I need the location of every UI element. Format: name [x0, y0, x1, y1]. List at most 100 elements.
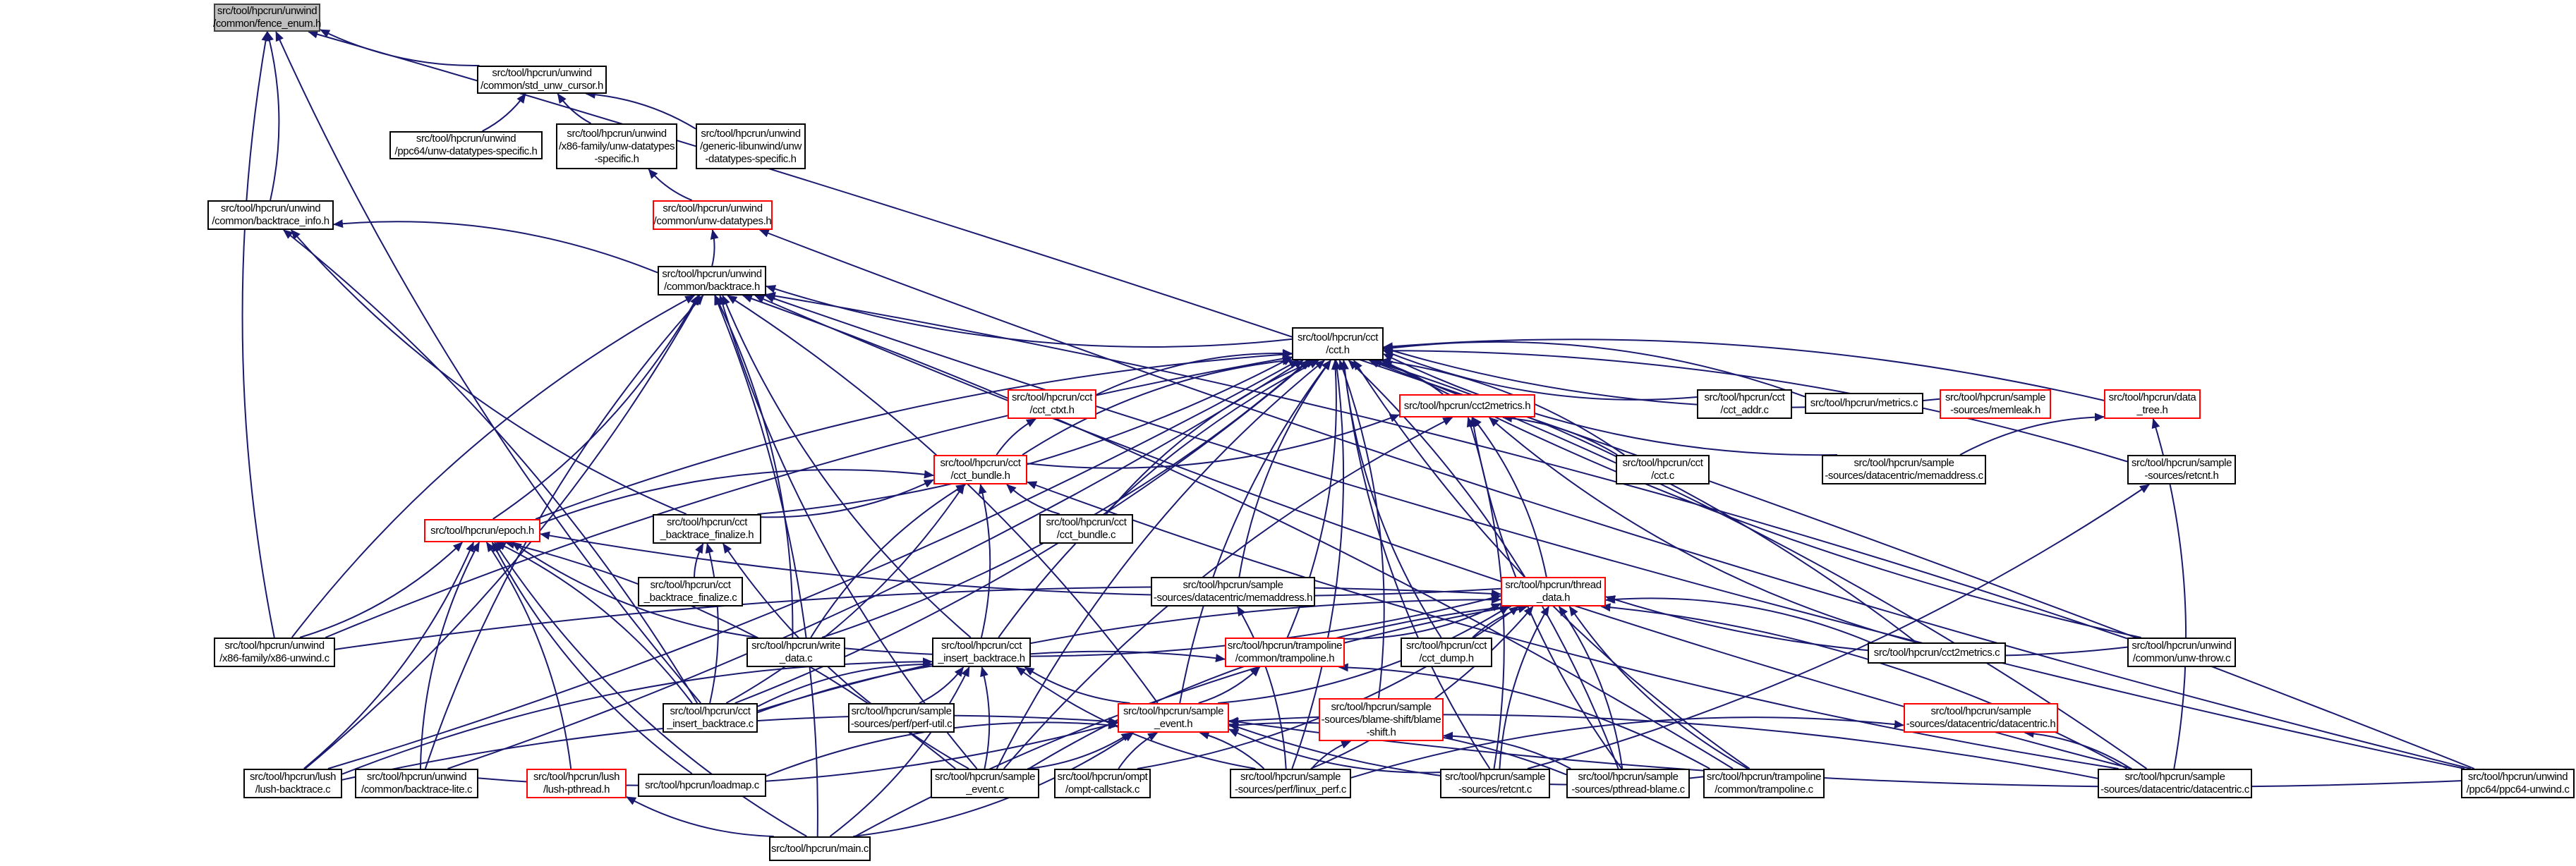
edge-datacentric-c-to-thread-data-h	[1600, 603, 2127, 769]
graph-node-backtrace-lite-c[interactable]: src/tool/hpcrun/unwind/common/backtrace-…	[355, 769, 478, 798]
edge-epoch-h-to-cct-h	[535, 350, 1293, 520]
graph-node-lush-pthread-h[interactable]: src/tool/hpcrun/lush/lush-pthread.h	[526, 769, 627, 798]
graph-node-ppc64-uds-h[interactable]: src/tool/hpcrun/unwind/ppc64/unw-datatyp…	[389, 131, 543, 159]
node-label-line: /cct_bundle.h	[950, 470, 1010, 482]
graph-node-memaddress-c[interactable]: src/tool/hpcrun/sample-sources/datacentr…	[1822, 455, 1986, 484]
graph-node-cct-insert-bt-h[interactable]: src/tool/hpcrun/cct_insert_backtrace.h	[932, 638, 1031, 667]
edge-trampoline-c-to-thread-data-h	[1568, 606, 1748, 769]
graph-node-unw-datatypes-h[interactable]: src/tool/hpcrun/unwind/common/unw-dataty…	[653, 200, 773, 230]
graph-node-unw-throw-c[interactable]: src/tool/hpcrun/unwind/common/unw-throw.…	[2127, 638, 2236, 667]
graph-node-data-tree-h[interactable]: src/tool/hpcrun/data_tree.h	[2104, 389, 2201, 419]
graph-node-x86-unwind-c[interactable]: src/tool/hpcrun/unwind/x86-family/x86-un…	[214, 638, 335, 667]
edge-cct-insert-bt-c-to-cct-bundle-h	[725, 484, 965, 704]
graph-node-trampoline-h[interactable]: src/tool/hpcrun/trampoline/common/trampo…	[1225, 638, 1345, 667]
edge-thread-data-h-to-cct2metrics-h	[1472, 417, 1547, 578]
edge-sample-event-c-to-cct2metrics-h	[1003, 417, 1453, 769]
node-label-line: src/tool/hpcrun/sample	[1444, 771, 1546, 783]
edge-linux-perf-c-to-blame-shift-h	[1311, 740, 1352, 769]
graph-node-cct-bt-finalize-c[interactable]: src/tool/hpcrun/cct_backtrace_finalize.c	[638, 577, 743, 606]
graph-node-thread-data-h[interactable]: src/tool/hpcrun/thread_data.h	[1501, 577, 1606, 606]
graph-node-ompt-callstack-c[interactable]: src/tool/hpcrun/ompt/ompt-callstack.c	[1054, 769, 1151, 798]
edge-cct-h-to-backtrace-h	[766, 285, 1293, 348]
graph-node-linux-perf-c[interactable]: src/tool/hpcrun/sample-sources/perf/linu…	[1230, 769, 1351, 798]
graph-node-generic-uds-h[interactable]: src/tool/hpcrun/unwind/generic-libunwind…	[696, 123, 806, 169]
node-label-line: -sources/retcnt.c	[1458, 783, 1532, 795]
graph-node-datacentric-h[interactable]: src/tool/hpcrun/sample-sources/datacentr…	[1904, 703, 2058, 733]
graph-node-perf-util-c[interactable]: src/tool/hpcrun/sample-sources/perf/perf…	[848, 703, 955, 733]
node-label-line: _data.c	[779, 652, 813, 664]
graph-node-cct-ctxt-h[interactable]: src/tool/hpcrun/cct/cct_ctxt.h	[1008, 389, 1096, 419]
graph-node-datacentric-c[interactable]: src/tool/hpcrun/sample-sources/datacentr…	[2098, 769, 2252, 798]
graph-node-cct-addr-c[interactable]: src/tool/hpcrun/cct/cct_addr.c	[1697, 389, 1792, 419]
edge-cct-bt-finalize-h-to-cct-bundle-h	[761, 479, 934, 518]
node-label-line: src/tool/hpcrun/unwind	[2467, 771, 2568, 783]
edge-retcnt-c-to-retcnt-h	[1527, 484, 2150, 769]
graph-node-memleak-h[interactable]: src/tool/hpcrun/sample-sources/memleak.h	[1940, 389, 2051, 419]
node-label-line: _event.c	[966, 783, 1004, 795]
edge-unw-throw-c-to-thread-data-h	[1605, 595, 2128, 657]
edge-sample-event-c-to-cct-h	[996, 360, 1325, 769]
graph-node-main-c[interactable]: src/tool/hpcrun/main.c	[769, 836, 871, 861]
graph-node-loadmap-c[interactable]: src/tool/hpcrun/loadmap.c	[638, 774, 766, 797]
edge-cct-insert-bt-c-to-cct-bt-finalize-h	[705, 543, 719, 704]
graph-node-metrics-c[interactable]: src/tool/hpcrun/metrics.c	[1805, 393, 1923, 414]
graph-node-cct-bt-finalize-h[interactable]: src/tool/hpcrun/cct_backtrace_finalize.h	[653, 514, 761, 544]
graph-node-retcnt-h[interactable]: src/tool/hpcrun/sample-sources/retcnt.h	[2127, 455, 2236, 484]
graph-node-sample-event-h[interactable]: src/tool/hpcrun/sample_event.h	[1118, 703, 1229, 733]
graph-node-memaddress-h[interactable]: src/tool/hpcrun/sample-sources/datacentr…	[1151, 577, 1315, 606]
node-label-line: src/tool/hpcrun/ompt	[1057, 771, 1148, 783]
edge-cct2metrics-c-to-thread-data-h	[1605, 594, 1871, 643]
node-label-line: src/tool/hpcrun/cct	[1622, 457, 1703, 469]
node-label-line: /common/backtrace-lite.c	[361, 783, 473, 795]
node-label-line: src/tool/hpcrun/unwind	[416, 133, 516, 145]
node-label-line: src/tool/hpcrun/unwind	[217, 5, 318, 17]
node-label-line: /lush-pthread.h	[543, 783, 610, 795]
node-label-line: src/tool/hpcrun/cct	[1704, 391, 1785, 403]
node-label-line: src/tool/hpcrun/sample	[2131, 457, 2232, 469]
graph-node-backtrace-info-h[interactable]: src/tool/hpcrun/unwind/common/backtrace_…	[207, 200, 334, 230]
graph-node-trampoline-c[interactable]: src/tool/hpcrun/trampoline/common/trampo…	[1703, 769, 1825, 798]
node-label-line: /ppc64/unw-datatypes-specific.h	[394, 145, 538, 157]
graph-node-cct-h[interactable]: src/tool/hpcrun/cct/cct.h	[1292, 327, 1384, 360]
node-label-line: src/tool/hpcrun/lush	[249, 771, 337, 783]
edge-unw-throw-c-to-backtrace-h	[766, 291, 2128, 640]
edge-cct-c-to-cct-h	[1379, 357, 1625, 456]
node-label-line: /common/trampoline.c	[1715, 783, 1813, 795]
edge-epoch-h-to-backtrace-h	[492, 295, 699, 520]
graph-node-cct-c[interactable]: src/tool/hpcrun/cct/cct.c	[1616, 455, 1710, 484]
edge-cct-bundle-h-to-cct-h	[1022, 356, 1293, 456]
edge-backtrace-h-to-unw-datatypes-h	[710, 229, 719, 267]
edge-generic-uds-h-to-std-unw-cursor-h	[585, 90, 696, 130]
graph-node-cct-bundle-c[interactable]: src/tool/hpcrun/cct/cct_bundle.c	[1039, 514, 1133, 544]
graph-node-cct2metrics-h[interactable]: src/tool/hpcrun/cct2metrics.h	[1399, 394, 1535, 417]
node-label-line: _backtrace_finalize.c	[643, 592, 737, 604]
graph-node-retcnt-c[interactable]: src/tool/hpcrun/sample-sources/retcnt.c	[1440, 769, 1550, 798]
graph-node-ppc64-unwind-c[interactable]: src/tool/hpcrun/unwind/ppc64/ppc64-unwin…	[2461, 769, 2575, 798]
graph-node-backtrace-h[interactable]: src/tool/hpcrun/unwind/common/backtrace.…	[658, 266, 766, 295]
edge-cct-c-to-cct2metrics-h	[1502, 414, 1618, 456]
node-label-line: /cct.c	[1651, 470, 1674, 482]
graph-node-cct-insert-bt-c[interactable]: src/tool/hpcrun/cct_insert_backtrace.c	[663, 703, 758, 733]
edge-cct-bt-finalize-c-to-cct-bt-finalize-h	[694, 543, 704, 578]
graph-node-std-unw-cursor-h[interactable]: src/tool/hpcrun/unwind/common/std_unw_cu…	[477, 66, 607, 94]
node-label-line: src/tool/hpcrun/cct	[666, 516, 748, 528]
graph-node-lush-backtrace-c[interactable]: src/tool/hpcrun/lush/lush-backtrace.c	[243, 769, 342, 798]
graph-node-cct-bundle-h[interactable]: src/tool/hpcrun/cct/cct_bundle.h	[933, 455, 1027, 484]
graph-node-epoch-h[interactable]: src/tool/hpcrun/epoch.h	[424, 519, 540, 542]
graph-node-write-data-c[interactable]: src/tool/hpcrun/write_data.c	[746, 638, 845, 667]
edge-main-c-to-sample-event-h	[853, 732, 1135, 837]
node-label-line: _data.h	[1536, 592, 1571, 604]
node-label-line: src/tool/hpcrun/cct	[650, 579, 731, 591]
node-label-line: src/tool/hpcrun/unwind	[492, 67, 592, 79]
node-label-line: src/tool/hpcrun/unwind	[567, 127, 667, 140]
node-label-line: -sources/blame-shift/blame	[1321, 713, 1441, 726]
graph-node-cct-dump-h[interactable]: src/tool/hpcrun/cct/cct_dump.h	[1401, 638, 1492, 667]
node-label-line: -sources/perf/linux_perf.c	[1234, 783, 1346, 795]
graph-node-cct2metrics-c[interactable]: src/tool/hpcrun/cct2metrics.c	[1868, 642, 2006, 664]
edge-backtrace-info-h-to-fence-enum-h	[265, 31, 280, 201]
node-label-line: src/tool/hpcrun/cct2metrics.c	[1873, 647, 2000, 659]
graph-node-sample-event-c[interactable]: src/tool/hpcrun/sample_event.c	[931, 769, 1039, 798]
graph-node-pthread-blame-c[interactable]: src/tool/hpcrun/sample-sources/pthread-b…	[1566, 769, 1690, 798]
graph-node-x86-uds-h[interactable]: src/tool/hpcrun/unwind/x86-family/unw-da…	[556, 123, 677, 169]
graph-node-blame-shift-h[interactable]: src/tool/hpcrun/sample-sources/blame-shi…	[1319, 698, 1444, 741]
